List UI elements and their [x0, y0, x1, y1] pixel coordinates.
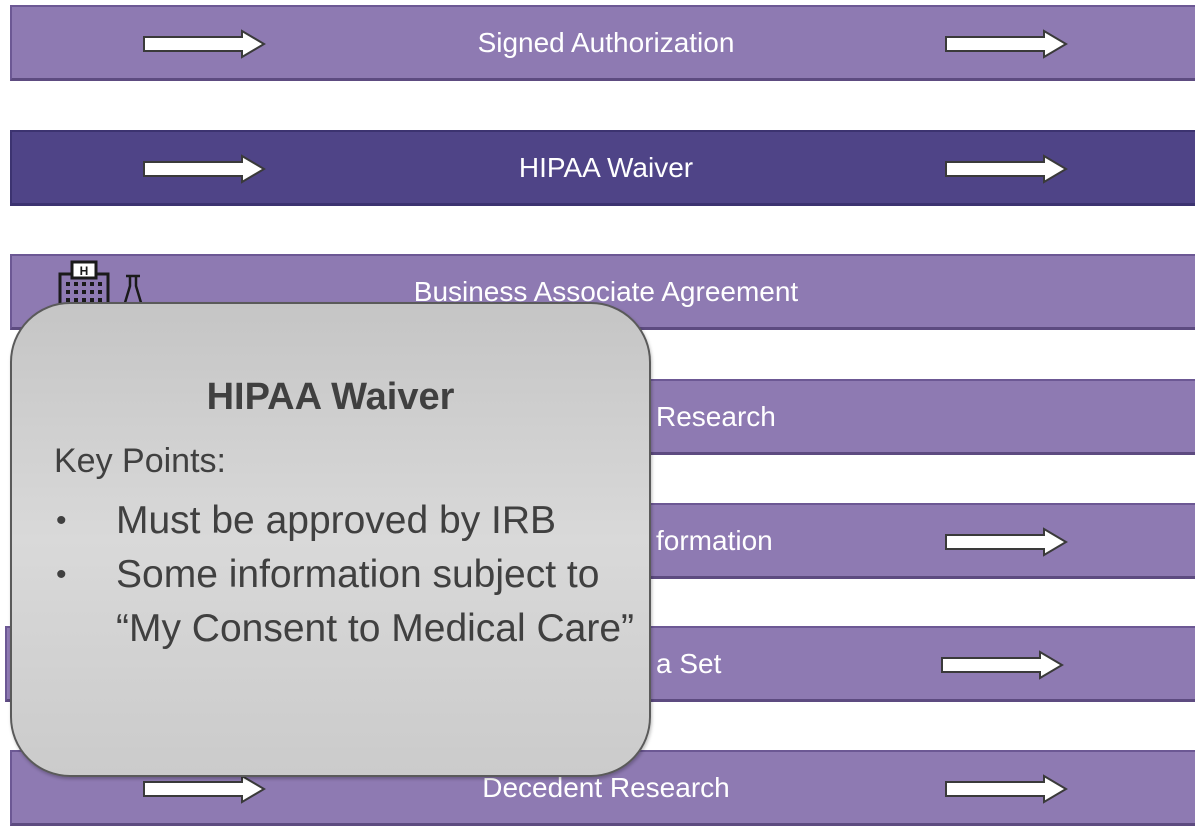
arrow-right-icon: [143, 774, 266, 804]
option-bar-signed-authorization[interactable]: Signed Authorization: [10, 5, 1195, 81]
arrow-right-icon: [945, 154, 1068, 184]
key-point-text: Some information subject to “My Consent …: [116, 553, 635, 650]
list-item: • Must be approved by IRB: [54, 494, 644, 548]
option-bar-hipaa-waiver[interactable]: HIPAA Waiver: [10, 130, 1195, 206]
bullet: •: [56, 558, 67, 591]
arrow-right-icon: [143, 154, 266, 184]
arrow-right-icon: [941, 650, 1064, 680]
svg-text:H: H: [80, 264, 89, 278]
bar-label: formation: [656, 524, 773, 556]
arrow-right-icon: [945, 527, 1068, 557]
key-point-text: Must be approved by IRB: [116, 499, 557, 542]
bar-label: Signed Authorization: [477, 26, 735, 58]
arrow-right-icon: [143, 29, 266, 59]
info-callout: HIPAA Waiver Key Points: • Must be appro…: [10, 302, 651, 777]
hospital-icon: H: [58, 260, 110, 308]
bar-label: Research: [656, 400, 776, 432]
arrow-right-icon: [945, 774, 1068, 804]
callout-title: HIPAA Waiver: [206, 376, 455, 418]
key-points-list: • Must be approved by IRB • Some informa…: [54, 494, 644, 656]
bar-label: HIPAA Waiver: [518, 151, 694, 183]
bar-label: a Set: [656, 647, 722, 679]
bullet: •: [56, 504, 67, 537]
list-item: • Some information subject to “My Consen…: [54, 548, 644, 656]
arrow-right-icon: [945, 29, 1068, 59]
bar-label: Business Associate Agreement: [413, 275, 799, 307]
callout-subtitle: Key Points:: [54, 442, 226, 480]
